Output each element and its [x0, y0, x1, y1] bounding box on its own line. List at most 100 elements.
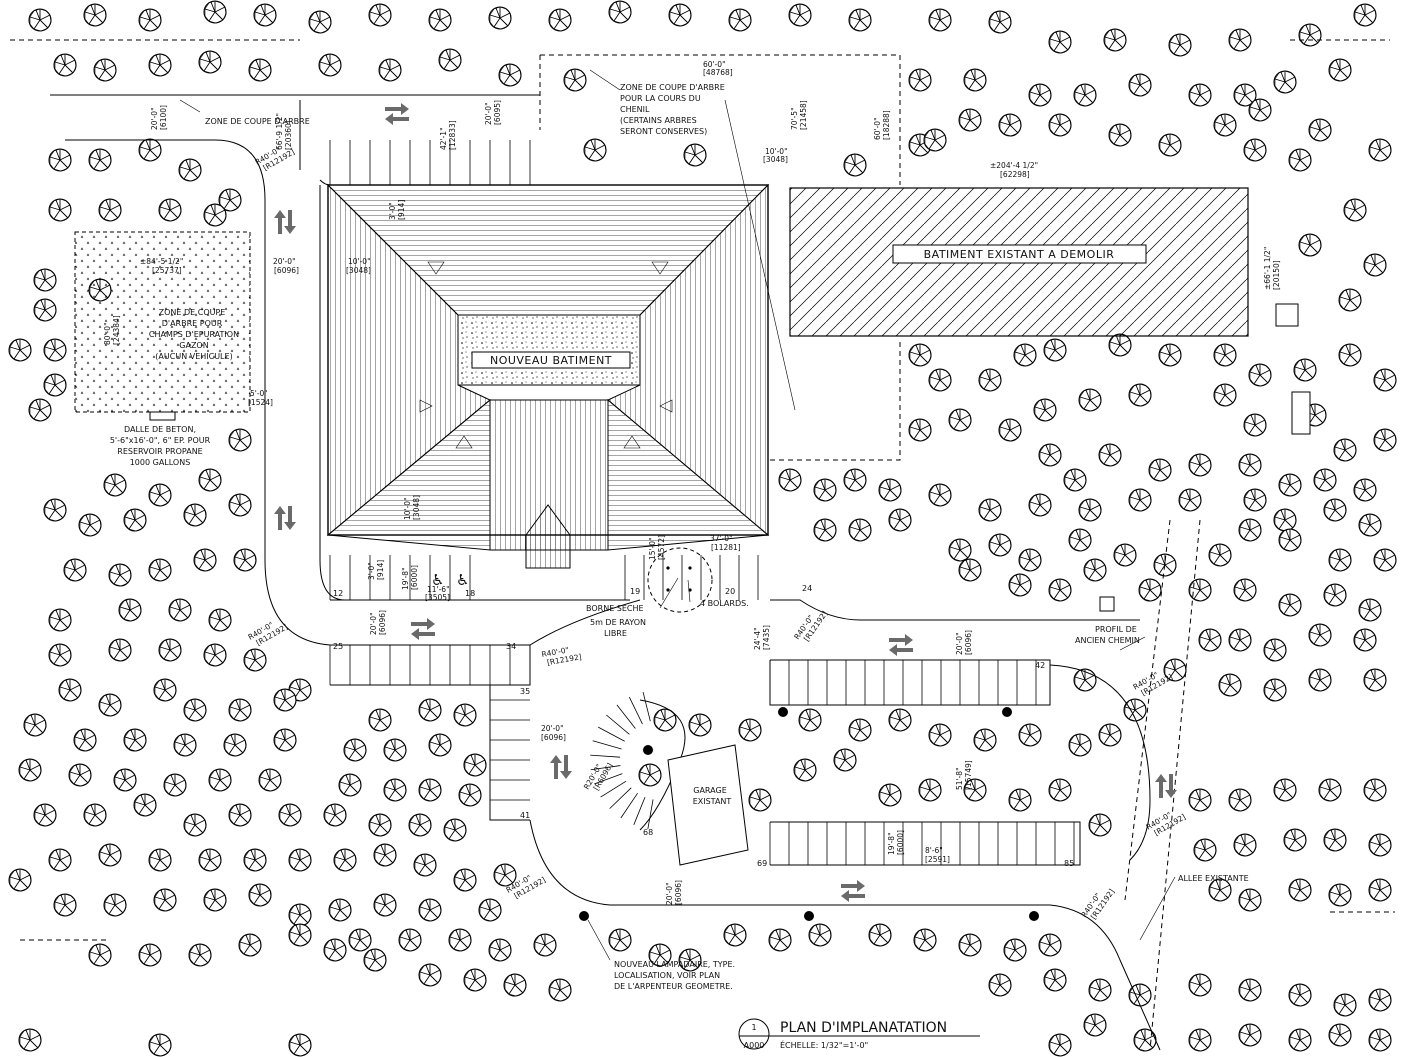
drawing-title: PLAN D'IMPLANATATION [780, 1020, 947, 1036]
tree-symbol [33, 298, 57, 322]
tree-symbol [43, 338, 67, 362]
tree-symbol [928, 368, 952, 392]
parking-stall-line [620, 792, 638, 819]
tree-symbol [1358, 598, 1382, 622]
tree-symbol [148, 558, 172, 582]
tree-symbol [1318, 778, 1342, 802]
tree-symbol [958, 558, 982, 582]
label-chenil-1: ZONE DE COUPE D'ARBRE [620, 83, 725, 92]
tree-symbol [548, 978, 572, 1002]
tree-symbol [453, 703, 477, 727]
tree-symbol [608, 0, 632, 24]
tree-symbol [928, 483, 952, 507]
tree-symbol [133, 793, 157, 817]
tree-symbol [383, 738, 407, 762]
tree-symbol [1353, 478, 1377, 502]
tree-symbol [1373, 368, 1397, 392]
parking-stall-line [642, 691, 651, 722]
tree-symbol [1243, 138, 1267, 162]
tree-symbol [1128, 73, 1152, 97]
tree-symbol [1103, 28, 1127, 52]
dim: 5'-0" [250, 389, 268, 398]
tree-symbol [438, 48, 462, 72]
tree-symbol [208, 768, 232, 792]
label-septic-1: ZONE DE COUPE [159, 308, 226, 317]
tree-symbol [1188, 1028, 1212, 1052]
label-chenil-4: (CERTAINS ARBRES [620, 116, 697, 125]
label-dalle-3: RESERVOIR PROPANE [117, 447, 202, 456]
tree-symbol [608, 928, 632, 952]
tree-symbol [148, 1033, 172, 1057]
tree-symbol [428, 8, 452, 32]
dim: [25737] [152, 266, 182, 275]
tree-symbol [958, 933, 982, 957]
bollard-dots [666, 566, 692, 592]
tree-symbol [323, 938, 347, 962]
tree-symbol [253, 3, 277, 27]
tree-symbol [88, 148, 112, 172]
tree-symbol [153, 888, 177, 912]
parking-stall-line [590, 754, 621, 758]
tree-symbol [1278, 593, 1302, 617]
tree-symbol [368, 813, 392, 837]
label-borne-seche: BORNE SECHE [586, 604, 644, 613]
tree-symbol [288, 1033, 312, 1057]
tree-symbol [978, 498, 1002, 522]
tree-symbol [93, 58, 117, 82]
dim: 19'-8" [401, 567, 410, 590]
stall-number: 18 [465, 589, 475, 598]
tree-symbol [153, 678, 177, 702]
two-way-arrow-icon [385, 103, 409, 125]
tree-symbol [1078, 388, 1102, 412]
parking-stall-line [600, 780, 627, 798]
tree-symbol [28, 398, 52, 422]
dim: [24384] [112, 315, 121, 345]
tree-symbol [1128, 488, 1152, 512]
tree-symbol [1238, 1023, 1262, 1047]
dim: [6096] [541, 733, 566, 742]
tree-symbol [108, 563, 132, 587]
tree-symbol [1158, 133, 1182, 157]
dim: [62298] [1000, 170, 1030, 179]
tree-symbol [1188, 83, 1212, 107]
tree-symbol [488, 6, 512, 30]
tree-symbol [923, 128, 947, 152]
tree-symbol [1233, 833, 1257, 857]
tree-symbol [1048, 30, 1072, 54]
new-building: NOUVEAU BATIMENT [326, 183, 770, 569]
tree-symbol [228, 493, 252, 517]
tree-symbol [288, 923, 312, 947]
title-block: 1 A000 PLAN D'IMPLANATATION ÉCHELLE: 1/3… [738, 1018, 980, 1050]
tree-symbol [348, 928, 372, 952]
dim: 20'-0" [541, 724, 564, 733]
tree-symbol [843, 153, 867, 177]
tree-symbol [948, 538, 972, 562]
tree-symbol [1048, 1033, 1072, 1057]
tree-symbol [23, 713, 47, 737]
tree-symbol [1148, 458, 1172, 482]
tree-symbol [1368, 1028, 1392, 1052]
tree-symbol [1273, 508, 1297, 532]
tree-symbol [8, 338, 32, 362]
small-structure-3 [1275, 303, 1299, 327]
tree-symbol [928, 8, 952, 32]
tree-symbol [1333, 438, 1357, 462]
tree-symbol [83, 803, 107, 827]
dim: [3505] [425, 593, 450, 602]
tree-symbol [288, 848, 312, 872]
label-septic-3: CHAMPS D'EPURATION [149, 330, 239, 339]
tree-symbol [1308, 623, 1332, 647]
dim: [21458] [799, 100, 808, 130]
tree-symbol [1278, 473, 1302, 497]
dim: [2591] [925, 855, 950, 864]
dim: 3'-0" [367, 562, 376, 580]
drawing-scale: ÉCHELLE: 1/32"=1'-0" [780, 1039, 868, 1050]
tree-symbol [158, 198, 182, 222]
tree-symbol [113, 768, 137, 792]
tree-symbol [918, 778, 942, 802]
tree-symbol [1293, 358, 1317, 382]
label-dalle-4: 1000 GALLONS [130, 458, 191, 467]
tree-symbol [1283, 828, 1307, 852]
label-rayon-2: LIBRE [604, 629, 627, 638]
property-lines [10, 39, 1395, 1051]
